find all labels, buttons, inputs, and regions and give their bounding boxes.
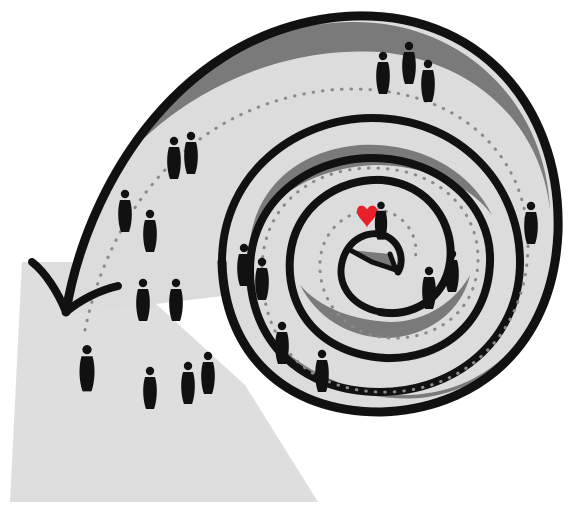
- spiral-diagram: [0, 0, 582, 509]
